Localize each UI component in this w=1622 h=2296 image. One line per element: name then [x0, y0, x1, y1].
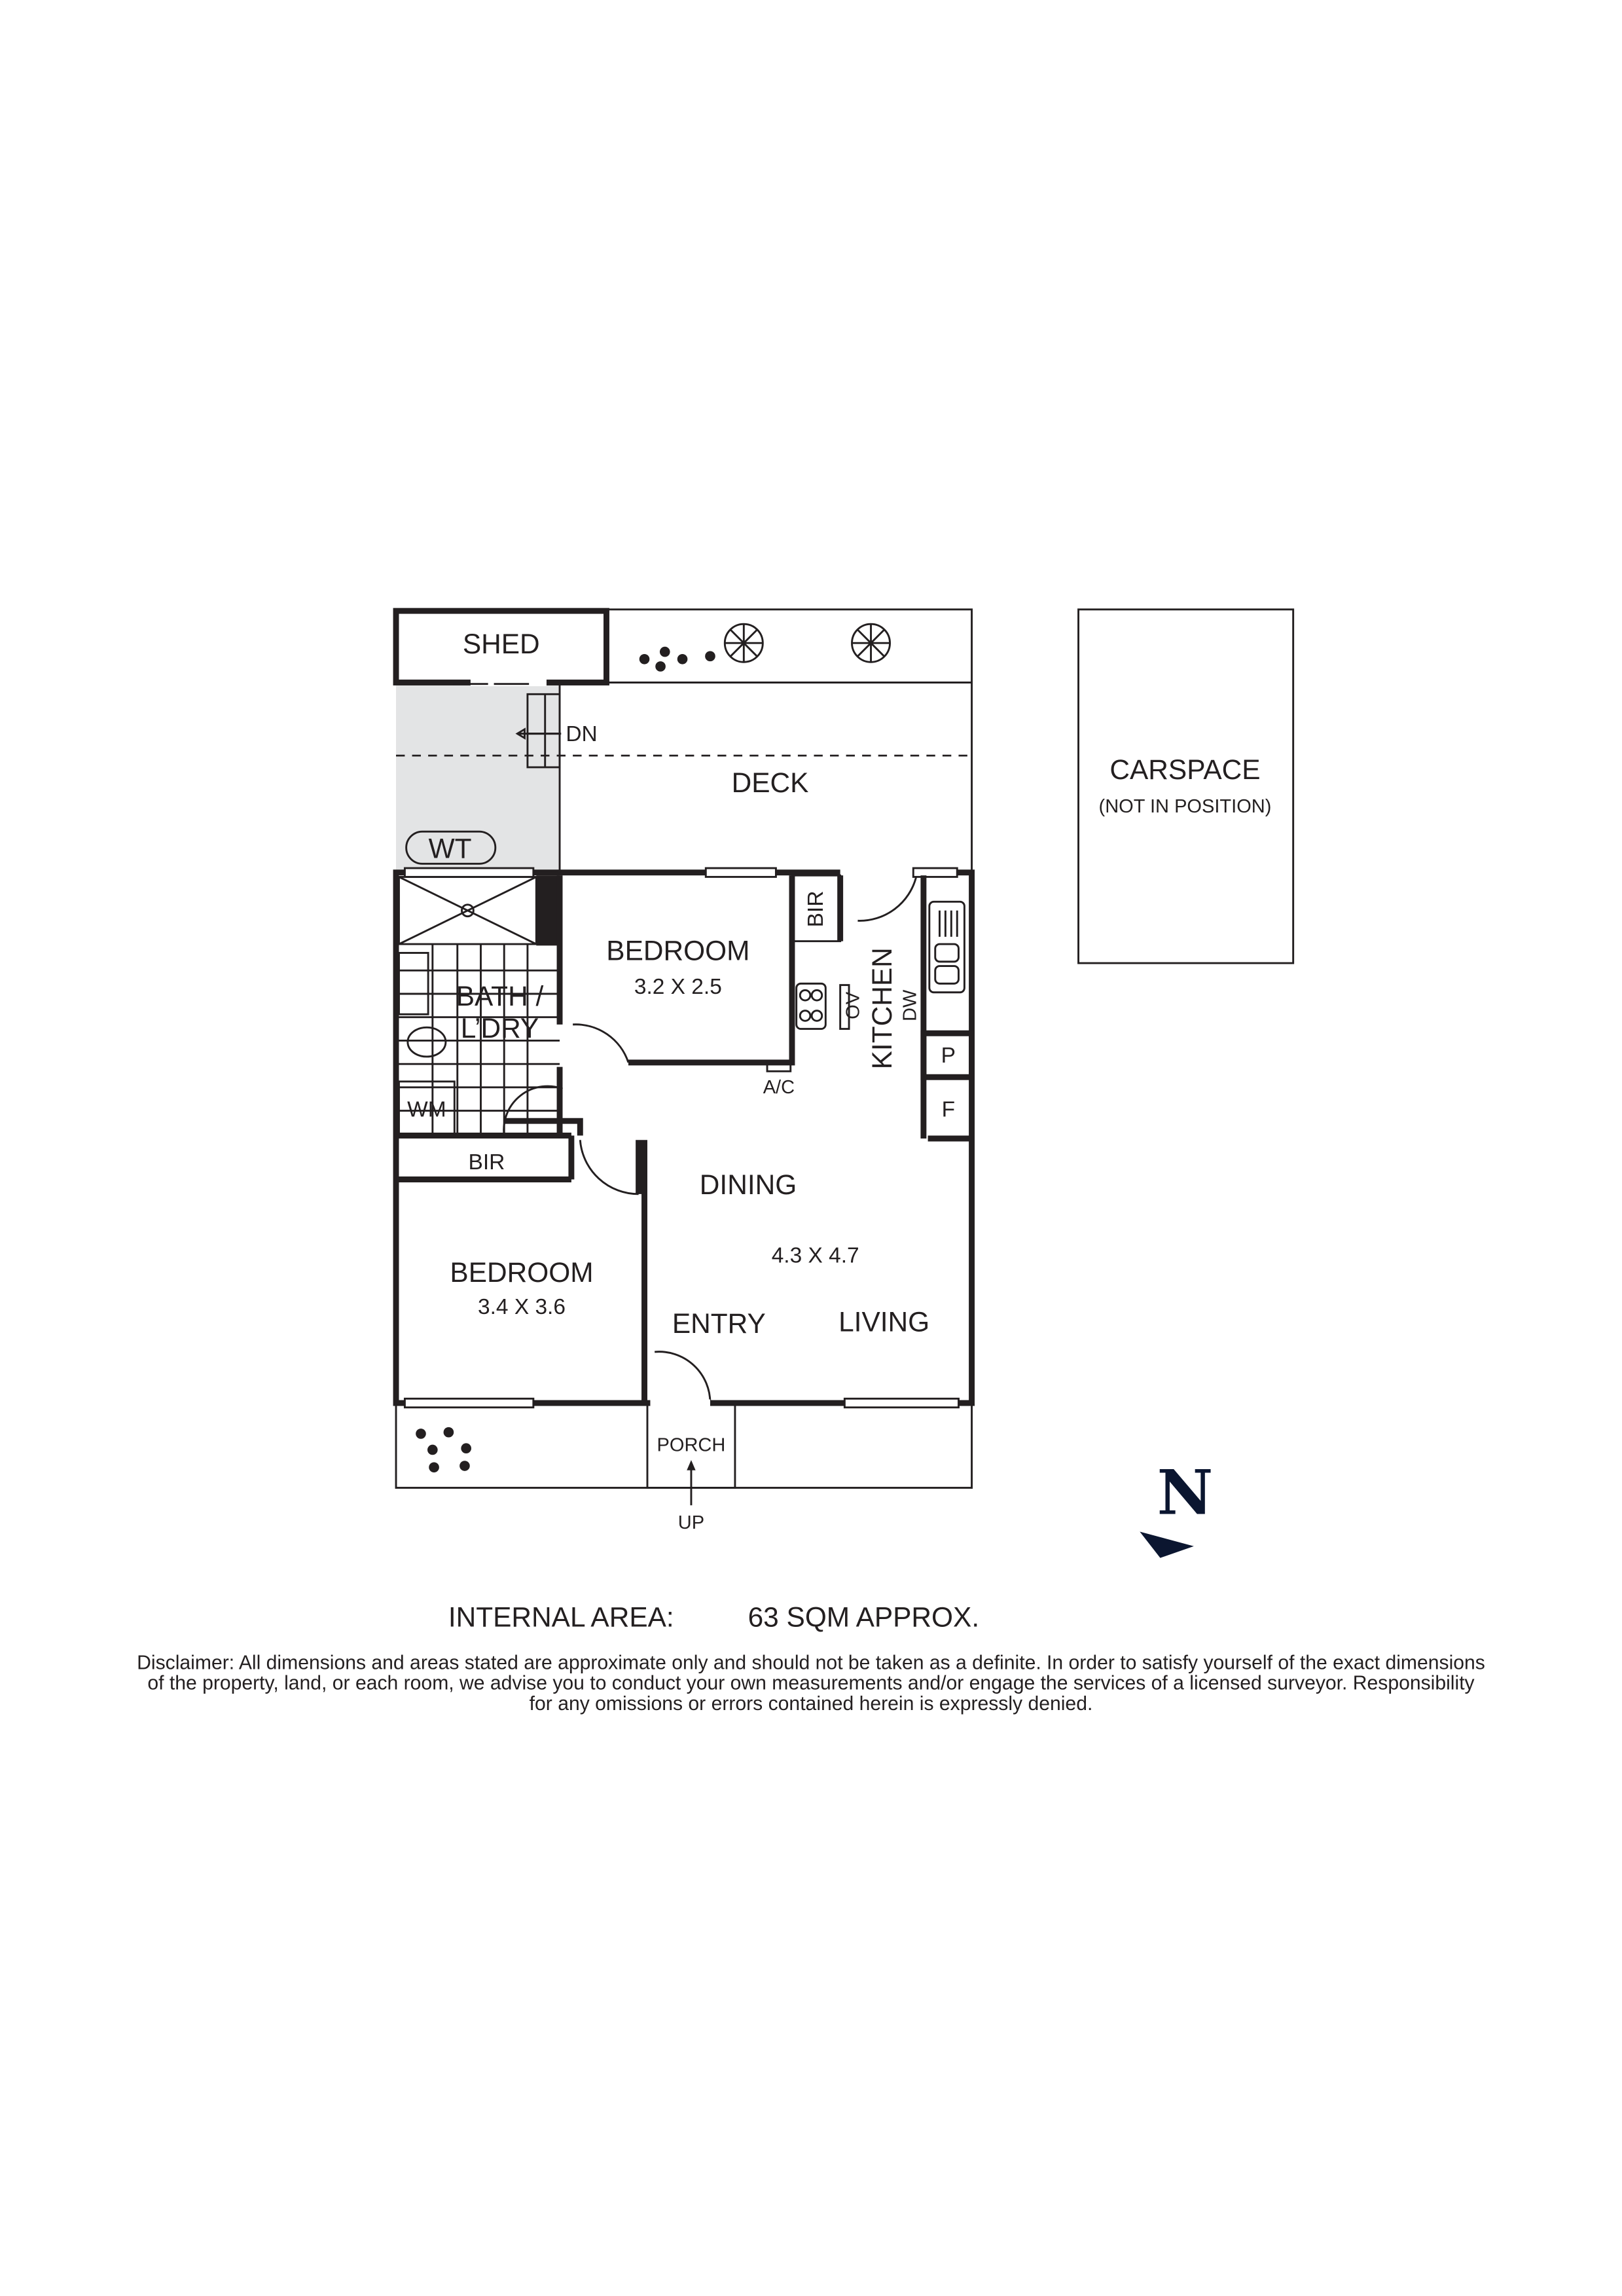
- bedroom2-size: 3.4 X 3.6: [478, 1295, 566, 1319]
- wm-label: WM: [407, 1098, 446, 1122]
- bedroom1-robe: [791, 874, 842, 943]
- bedroom2-label: BEDROOM: [450, 1257, 593, 1288]
- aircon-label: A/C: [763, 1077, 795, 1098]
- bath-label-1: BATH /: [456, 981, 544, 1011]
- fridge-label: F: [942, 1098, 955, 1122]
- tree-icon: [723, 623, 891, 663]
- sink-icon: [928, 900, 965, 994]
- aircon: [766, 1061, 792, 1072]
- doors: [503, 877, 918, 1404]
- toilet-icon: [406, 1026, 447, 1058]
- entry-label: ENTRY: [672, 1308, 766, 1339]
- chimney: [536, 875, 560, 946]
- garden-strip-top: [605, 608, 973, 683]
- porch-label: PORCH: [657, 1435, 726, 1456]
- north-arrow-icon: [1140, 1531, 1194, 1558]
- disclaimer-line-2: of the property, land, or each room, we …: [147, 1673, 1474, 1694]
- side-yard: [396, 682, 560, 873]
- carspace-label: CARSPACE: [1109, 754, 1260, 785]
- pantry-label: P: [941, 1044, 956, 1068]
- pantry: [920, 1030, 975, 1080]
- washing-machine: [398, 1080, 456, 1137]
- north-label: N: [1157, 1457, 1214, 1529]
- shower-icon: [398, 875, 537, 945]
- carspace: [1077, 608, 1295, 964]
- down-arrow-icon: [515, 727, 562, 740]
- living-size: 4.3 X 4.7: [772, 1244, 859, 1268]
- disclaimer-line-3: for any omissions or errors contained he…: [530, 1693, 1093, 1715]
- vanity-icon: [398, 952, 429, 1015]
- bedroom1-label: BEDROOM: [606, 936, 749, 966]
- cooktop-icon: [795, 982, 827, 1030]
- cooktop-burners: [799, 989, 823, 1022]
- shed-label: SHED: [463, 629, 540, 659]
- tile-grid: [399, 944, 560, 1135]
- carspace-note: (NOT IN POSITION): [1099, 796, 1272, 817]
- oven-label: OV: [843, 991, 864, 1019]
- up-label: UP: [678, 1512, 704, 1533]
- internal-area-value: 63 SQM APPROX.: [748, 1602, 980, 1633]
- bath-label-2: L’DRY: [461, 1013, 539, 1044]
- dishwasher-label: DW: [900, 989, 921, 1021]
- shrub-dots-icon: [416, 646, 715, 1473]
- bedroom2-robe-label: BIR: [469, 1150, 505, 1175]
- disclaimer-line-1: Disclaimer: All dimensions and areas sta…: [137, 1652, 1485, 1673]
- water-tank: [405, 830, 497, 865]
- kitchen-label: KITCHEN: [867, 947, 897, 1069]
- water-tank-label: WT: [429, 833, 472, 864]
- down-label: DN: [566, 722, 597, 746]
- bedroom1-size: 3.2 X 2.5: [634, 975, 722, 999]
- living-label: LIVING: [838, 1307, 929, 1338]
- oven: [839, 984, 850, 1030]
- deck-label: DECK: [732, 767, 809, 798]
- bedroom1-robe-label: BIR: [804, 891, 828, 928]
- dining-label: DINING: [700, 1169, 797, 1200]
- internal-area-label: INTERNAL AREA:: [448, 1602, 674, 1633]
